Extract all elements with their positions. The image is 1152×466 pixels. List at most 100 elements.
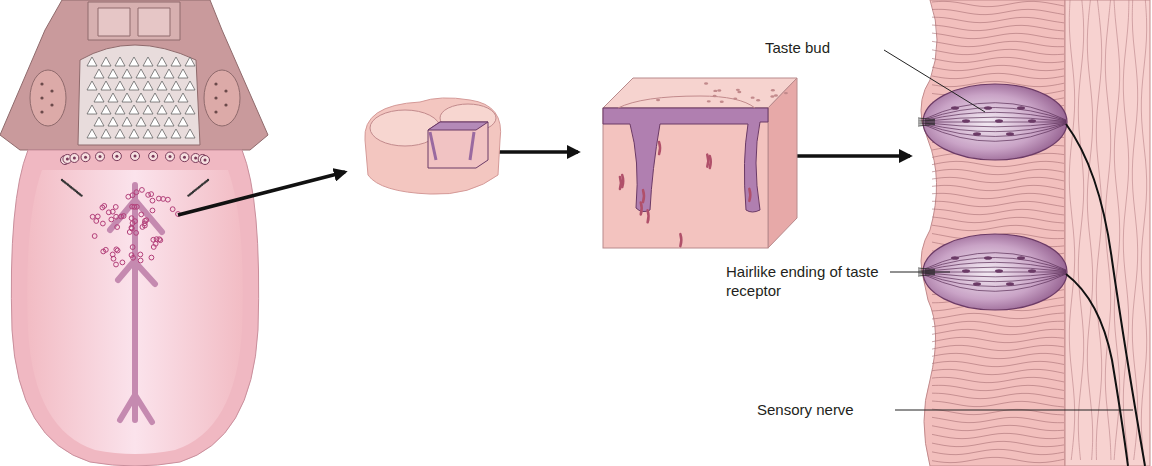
- fungiform-papilla: [138, 252, 143, 257]
- tonsil-crypt: [185, 81, 195, 90]
- fungiform-papilla: [102, 204, 107, 209]
- tonsil-crypt: [143, 57, 153, 66]
- tonsil-crypt: [171, 129, 181, 138]
- tonsil-crypt: [178, 117, 188, 126]
- vallate-papilla: [194, 157, 197, 160]
- tissue-fiber: [1069, 0, 1074, 460]
- part-label: Hairlike ending of taste receptor: [726, 262, 891, 300]
- tonsil-crypt: [157, 57, 167, 66]
- tonsil-crypt: [122, 93, 132, 102]
- foliate-papilla: [187, 194, 189, 196]
- circumvallate-papillae: [61, 152, 210, 197]
- zoom-arrow: [178, 172, 345, 215]
- cell-nucleus: [1017, 106, 1025, 110]
- fungiform-papilla: [114, 247, 119, 252]
- vallate-papilla: [99, 155, 102, 158]
- tissue-fiber: [932, 73, 1064, 78]
- block-front: [603, 108, 768, 248]
- surface-pore: [713, 90, 717, 92]
- tonsil-crypt: [157, 129, 167, 138]
- tissue-fiber: [932, 417, 1064, 422]
- tonsil-crypt: [94, 69, 104, 78]
- palatine-tonsil: [30, 70, 66, 126]
- fungiform-papilla: [142, 223, 147, 228]
- tonsil-crypt: [50, 89, 53, 92]
- fungiform-papilla: [149, 255, 154, 260]
- surface-pore: [774, 94, 778, 96]
- tissue-fiber: [932, 361, 1064, 366]
- blood-vessel: [707, 155, 708, 167]
- zoom-arrow: [487, 150, 578, 154]
- cell-nucleus: [973, 282, 981, 286]
- fungiform-papilla: [109, 217, 114, 222]
- fungiform-papilla: [101, 249, 106, 254]
- tonsil-crypt: [214, 96, 217, 99]
- surface-pore: [756, 99, 760, 101]
- fungiform-papilla: [110, 252, 115, 257]
- tissue-fiber: [932, 57, 1064, 62]
- tissue-fiber: [932, 369, 1064, 374]
- tissue-fiber: [932, 449, 1064, 454]
- tonsil-crypt: [108, 93, 118, 102]
- fungiform-papilla: [170, 207, 175, 212]
- tonsil-crypt: [87, 105, 97, 114]
- tissue-fiber: [932, 433, 1064, 438]
- receptor-hair: [918, 123, 935, 125]
- receptor-cell: [925, 274, 1066, 291]
- fungiform-papilla: [140, 188, 145, 193]
- fungiform-papilla: [153, 241, 158, 246]
- tissue-fiber: [932, 201, 1064, 206]
- vallate-papilla: [131, 152, 140, 161]
- surface-pore: [733, 97, 737, 99]
- fungiform-papilla: [119, 214, 124, 219]
- papilla-cutout: [428, 122, 488, 168]
- tonsil-crypt: [185, 105, 195, 114]
- cell-nucleus: [951, 256, 959, 260]
- tissue-fiber: [932, 25, 1064, 31]
- blood-vessel: [659, 142, 660, 154]
- receptor-hair: [918, 120, 935, 122]
- vallate-papilla: [81, 153, 90, 162]
- tissue-fiber: [932, 425, 1064, 430]
- tonsil-crypt: [115, 57, 125, 66]
- taste-bud: [923, 84, 1067, 160]
- tissue-fiber: [932, 33, 1064, 39]
- tissue-fiber: [932, 441, 1064, 446]
- tissue-fiber: [1141, 0, 1146, 460]
- blood-vessel: [749, 189, 750, 201]
- tonsil-crypt: [115, 105, 125, 114]
- fungiform-papilla: [130, 245, 135, 250]
- median-furrow: [110, 185, 162, 422]
- fungiform-papilla: [150, 198, 155, 203]
- tissue-fiber: [932, 329, 1064, 334]
- fungiform-papilla: [146, 193, 151, 198]
- fungiform-papilla: [126, 194, 131, 199]
- tissue-fiber: [932, 353, 1064, 358]
- tonsil-crypt: [115, 129, 125, 138]
- fungiform-papilla: [129, 216, 134, 221]
- receptor-hair: [918, 273, 935, 275]
- tissue-fiber: [932, 313, 1064, 319]
- tissue-fiber: [932, 393, 1064, 399]
- receptor-hair: [918, 122, 935, 123]
- vallate-papilla: [180, 153, 189, 162]
- leader-line: [890, 272, 950, 273]
- tonsil-crypt: [108, 69, 118, 78]
- receptor-hair: [918, 274, 935, 276]
- fungiform-papillae: [90, 188, 180, 267]
- receptor-cells: [918, 103, 1066, 292]
- fungiform-papilla: [114, 262, 119, 267]
- tonsil-crypt: [224, 103, 227, 106]
- tonsil-crypt: [87, 81, 97, 90]
- larynx-opening: [98, 8, 170, 36]
- tongue-body: [11, 150, 258, 466]
- surface-pore: [771, 89, 775, 91]
- fungiform-papilla: [161, 197, 166, 202]
- blood-vessel: [622, 175, 623, 187]
- blood-vessel: [648, 210, 649, 222]
- foliate-papilla: [80, 194, 82, 196]
- tissue-texture: [932, 0, 1147, 463]
